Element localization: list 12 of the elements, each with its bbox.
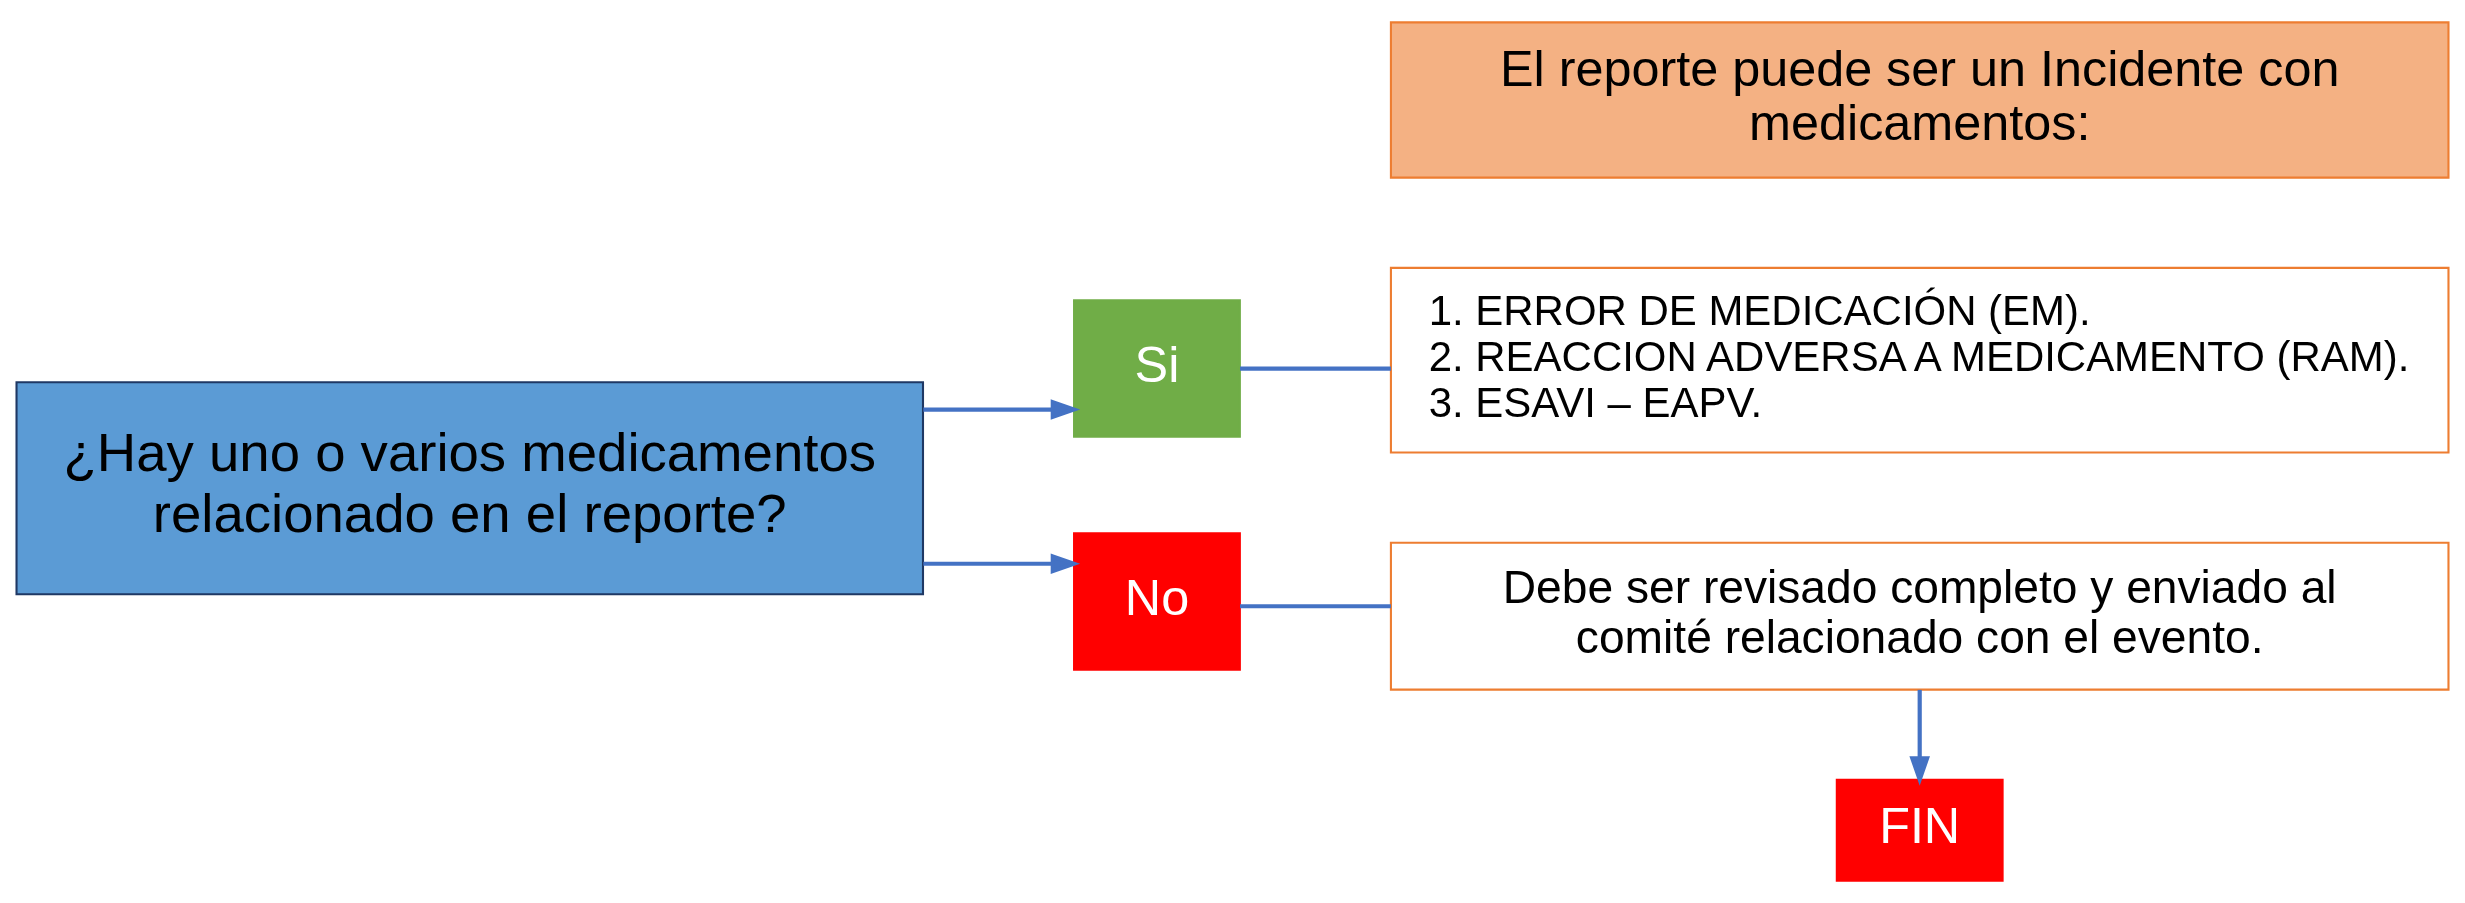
arrow bbox=[923, 553, 1081, 575]
node-box: FIN bbox=[1835, 778, 2004, 882]
node-box: No bbox=[1073, 532, 1241, 671]
arrow bbox=[1909, 689, 1930, 786]
node-box: El reporte puede ser un Incidente con medicamentos: bbox=[1389, 21, 2450, 179]
node-box: Debe ser revisado completo y enviado al comité relacionado con el evento. bbox=[1389, 541, 2450, 691]
node-box: 1. ERROR DE MEDICACIÓN (EM). 2. REACCION ADVERSA A MEDICAMENTO (RAM). 3. ESAVI – EAPV. bbox=[1389, 266, 2450, 454]
connector bbox=[1240, 366, 1391, 371]
node-box: Si bbox=[1073, 299, 1241, 438]
arrow bbox=[923, 399, 1081, 420]
node-box: ¿Hay uno o varios medicamentos relacionado en el reporte? bbox=[15, 381, 925, 596]
connector bbox=[1240, 604, 1391, 609]
